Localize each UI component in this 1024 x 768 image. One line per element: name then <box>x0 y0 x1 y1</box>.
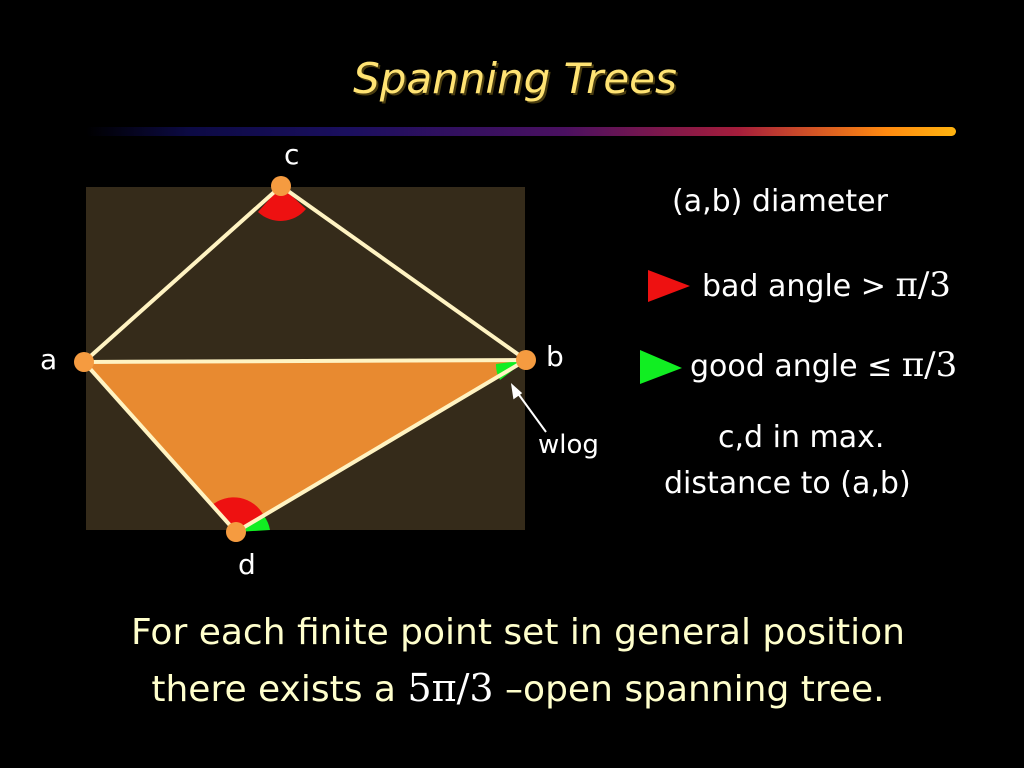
statement-line2: there exists a 5π/3 –open spanning tree. <box>0 666 1024 710</box>
good-angle-marker <box>640 350 682 384</box>
edge-c-b <box>279 184 528 362</box>
edge-d-b <box>234 358 528 534</box>
vertex-label-d: d <box>238 548 256 581</box>
max-distance-note-line2: distance to (a,b) <box>664 466 911 501</box>
statement-line1: For each finite point set in general pos… <box>131 612 905 653</box>
vertex-label-c: c <box>284 138 300 171</box>
wlog-arrowhead <box>510 383 523 400</box>
vertex-b <box>516 350 536 370</box>
edge-a-d <box>82 360 238 534</box>
vertex-d <box>226 522 246 542</box>
vertex-label-a: a <box>40 343 58 376</box>
bad-angle-marker <box>648 270 690 302</box>
diameter-label: (a,b) diameter <box>672 184 888 219</box>
statement-line2-suffix: –open spanning tree. <box>505 669 885 710</box>
vertex-label-b: b <box>546 340 564 373</box>
bad-angle-wedge-c <box>258 186 306 221</box>
bad-angle-math: π/3 <box>895 265 951 305</box>
statement-line2-math: 5π/3 <box>407 666 494 710</box>
slide-title: Spanning Trees <box>353 54 677 103</box>
vertex-a <box>74 352 94 372</box>
statement-line2-prefix: there exists a <box>151 669 396 710</box>
good-angle-math: π/3 <box>901 345 958 385</box>
good-angle-label: good angle ≤ π/3 <box>690 345 957 385</box>
vertex-c <box>271 176 291 196</box>
title-divider <box>86 127 956 136</box>
bad-angle-label: bad angle > π/3 <box>702 265 951 305</box>
good-angle-text: good angle ≤ <box>690 349 893 384</box>
wlog-arrow <box>513 387 547 433</box>
edge-a-c <box>82 184 283 364</box>
bad-angle-text: bad angle > <box>702 269 886 304</box>
triangle-abd-fill <box>84 360 526 532</box>
edge-a-b <box>82 358 528 364</box>
wlog-label: wlog <box>538 430 599 460</box>
max-distance-note-line1: c,d in max. <box>718 420 885 455</box>
